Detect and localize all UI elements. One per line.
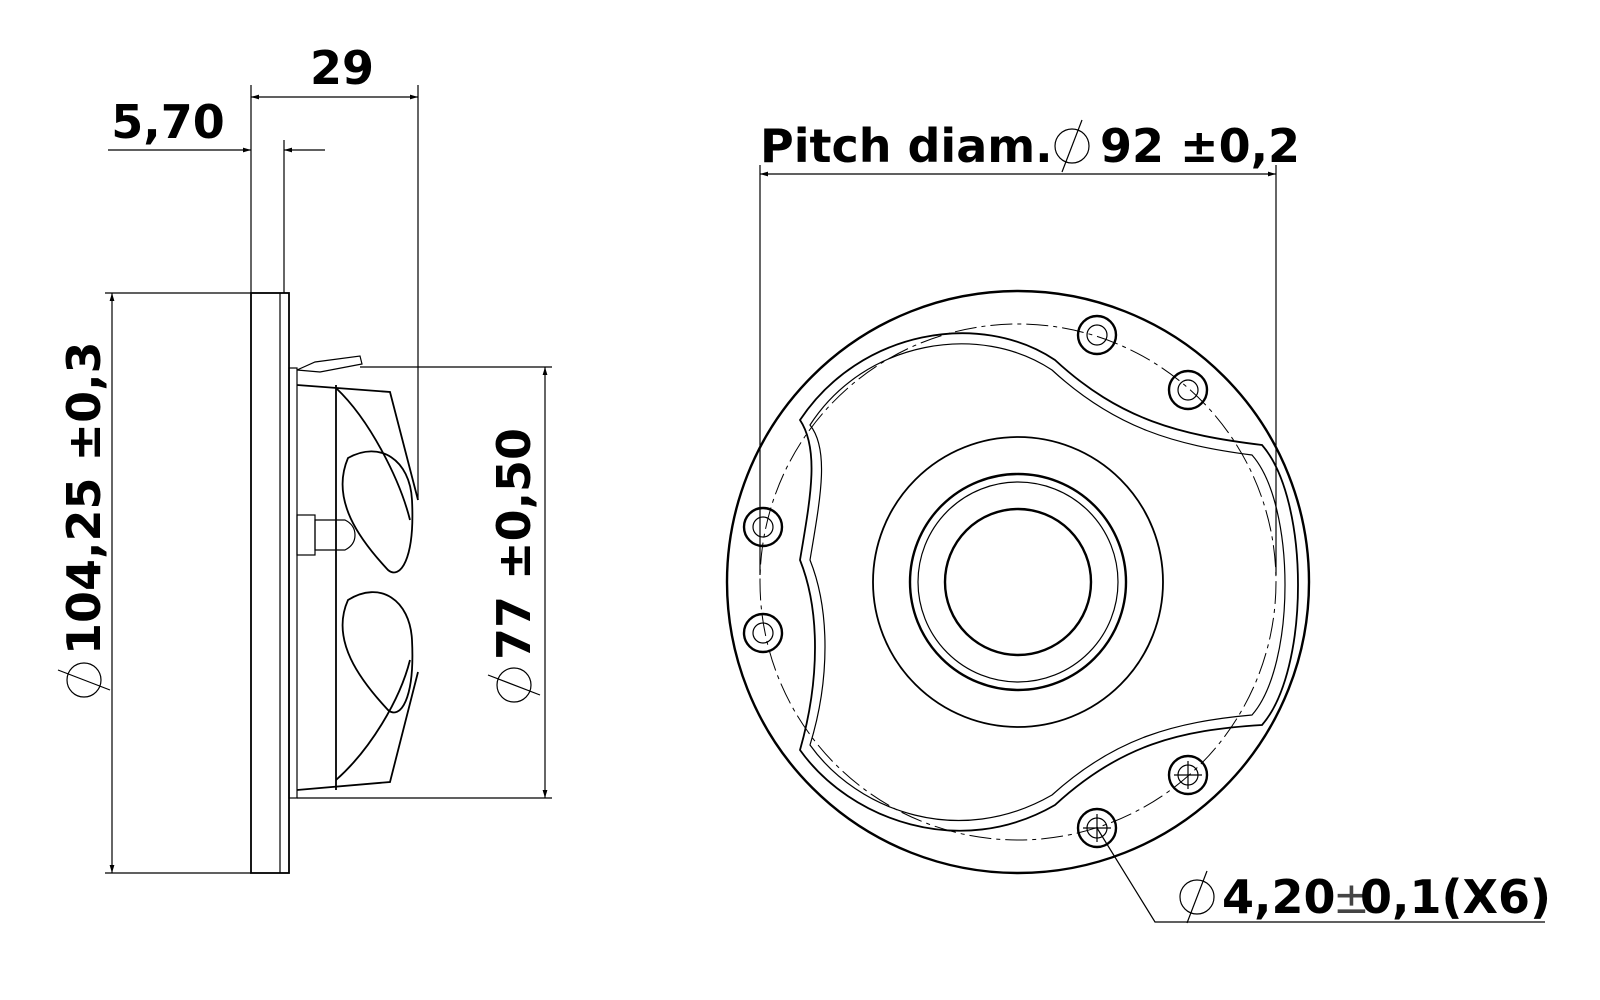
terminal-top [296, 355, 363, 373]
terminal-bulge [341, 450, 414, 574]
terminal-middle [314, 519, 356, 551]
tolerance-sign: ± [1333, 873, 1370, 924]
diameter-icon [1179, 870, 1215, 924]
pitch-diameter-label: Pitch diam. [760, 119, 1053, 173]
mounting-plate-outline [798, 332, 1299, 832]
side-view: 29 5,70 104,25 ±0,3 77 ±0,50 [57, 41, 552, 874]
diameter-icon [487, 667, 541, 703]
depth-dimension: 29 [310, 41, 374, 95]
hole-tolerance: 0,1(X6) [1360, 870, 1551, 924]
diameter-icon [57, 662, 111, 698]
pitch-circle [759, 323, 1277, 841]
body-diameter-dimension: 77 ±0,50 [487, 428, 541, 660]
mounting-holes [742, 314, 1209, 849]
diameter-icon [1054, 119, 1090, 173]
hole-diameter-value: 4,20 [1222, 870, 1336, 924]
flange-thickness-dimension: 5,70 [111, 95, 225, 149]
outer-flange [725, 289, 1311, 875]
front-view: Pitch diam. 92 ±0,2 4,20 ± 0,1(X6) [725, 119, 1551, 924]
center-bore [943, 507, 1093, 657]
motor-body [288, 355, 419, 799]
pitch-diameter-value: 92 ±0,2 [1100, 119, 1300, 173]
flange [250, 292, 290, 874]
hole-leader-line [1096, 827, 1545, 923]
outer-diameter-dimension: 104,25 ±0,3 [57, 341, 111, 655]
